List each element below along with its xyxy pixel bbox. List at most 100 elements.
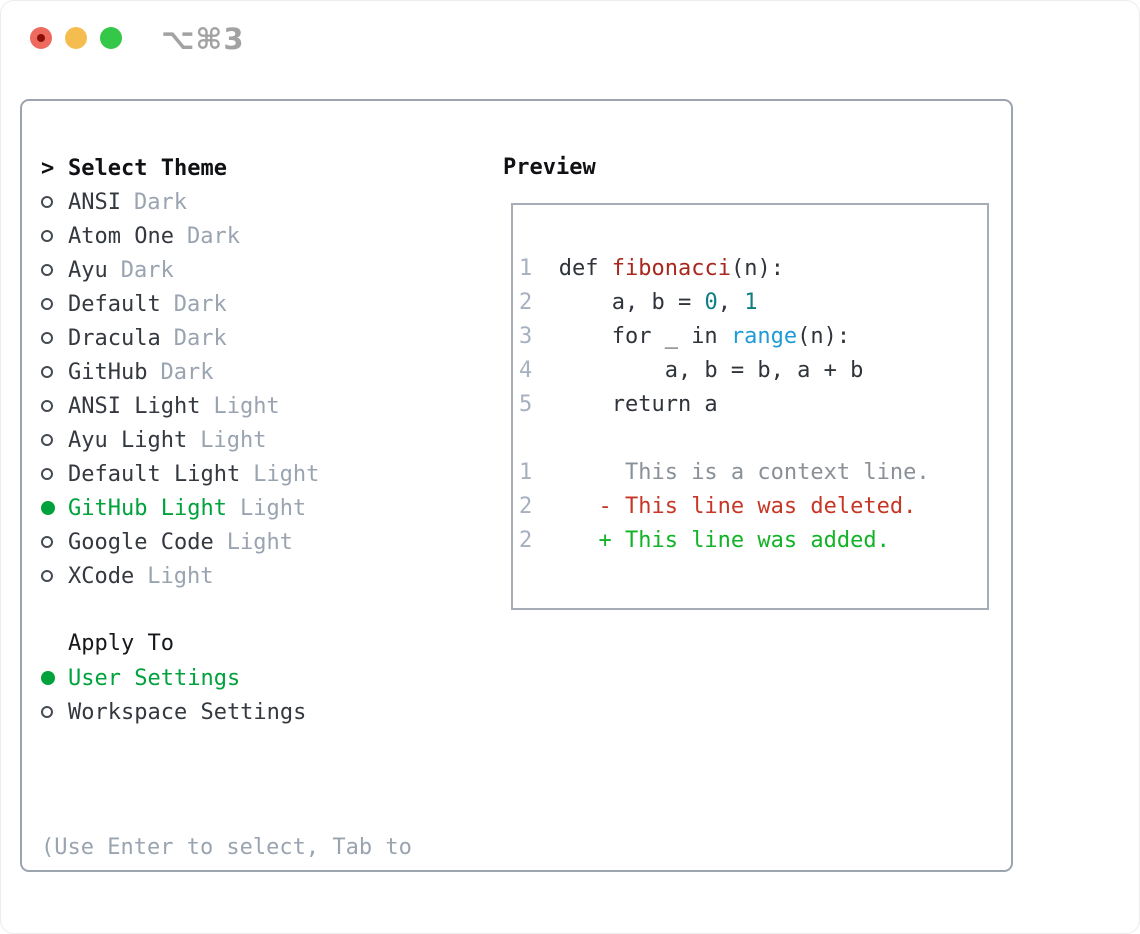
theme-variant-label: Dark <box>173 291 227 317</box>
code-token: (n): <box>797 324 851 349</box>
keyboard-hint: (Use Enter to select, Tab to change focu… <box>41 763 412 933</box>
radio-icon <box>41 468 68 480</box>
line-number: 2 <box>519 290 533 315</box>
radio-icon <box>41 298 68 310</box>
theme-option-ayu[interactable]: Ayu Dark <box>41 253 319 287</box>
line-number: 5 <box>519 392 533 417</box>
code-line: 1 def fibonacci(n): <box>519 252 987 286</box>
option-label: Ayu Light <box>68 427 188 453</box>
code-line: 3 for _ in range(n): <box>519 320 987 354</box>
code-token: a, b = <box>532 290 705 315</box>
radio-icon <box>41 366 68 378</box>
code-token: + This line was added. <box>532 528 890 553</box>
theme-option-dracula[interactable]: Dracula Dark <box>41 321 319 355</box>
code-token: range <box>730 324 798 349</box>
option-label: Workspace Settings <box>68 699 307 725</box>
theme-option-atom-one[interactable]: Atom One Dark <box>41 219 319 253</box>
option-label: Ayu <box>68 257 108 283</box>
line-number: 2 <box>519 528 533 553</box>
close-button[interactable] <box>30 27 52 49</box>
apply-option-workspace-settings[interactable]: Workspace Settings <box>41 695 306 729</box>
theme-option-ayu-light[interactable]: Ayu Light Light <box>41 423 319 457</box>
theme-variant-label: Light <box>239 495 307 521</box>
code-token: - This line was deleted. <box>532 494 917 519</box>
line-number: 1 <box>519 460 533 485</box>
theme-option-github-light[interactable]: GitHub Light Light <box>41 491 319 525</box>
code-line <box>519 422 987 456</box>
radio-icon <box>41 332 68 344</box>
code-token: fibonacci <box>611 256 731 281</box>
theme-option-ansi[interactable]: ANSI Dark <box>41 185 319 219</box>
theme-variant-label: Light <box>200 427 267 453</box>
radio-icon <box>41 536 68 548</box>
code-token: This is a context line. <box>532 460 930 485</box>
radio-icon <box>41 434 68 446</box>
theme-variant-label: Dark <box>186 223 240 249</box>
option-label: User Settings <box>68 665 241 691</box>
apply-option-user-settings[interactable]: User Settings <box>41 661 306 695</box>
code-token: , <box>717 290 745 315</box>
code-token: for _ in <box>532 324 731 349</box>
line-number: 4 <box>519 358 533 383</box>
option-label: Google Code <box>68 529 214 555</box>
theme-option-default[interactable]: Default Dark <box>41 287 319 321</box>
titlebar: ⌥⌘3 <box>1 1 1139 77</box>
theme-variant-label: Light <box>213 393 280 419</box>
option-label: Dracula <box>68 325 161 351</box>
apply-to-header: Apply To <box>68 631 174 656</box>
line-number: 3 <box>519 324 533 349</box>
minimize-button[interactable] <box>65 27 87 49</box>
option-label: GitHub <box>68 359 148 385</box>
radio-icon <box>41 196 68 208</box>
code-line: 2 + This line was added. <box>519 524 987 558</box>
theme-option-ansi-light[interactable]: ANSI Light Light <box>41 389 319 423</box>
code-line: 5 return a <box>519 388 987 422</box>
radio-icon <box>41 264 68 276</box>
radio-selected-icon <box>41 671 68 685</box>
line-number: 2 <box>519 494 533 519</box>
window-shortcut-label: ⌥⌘3 <box>161 22 245 56</box>
theme-option-github[interactable]: GitHub Dark <box>41 355 319 389</box>
code-line: 2 a, b = 0, 1 <box>519 286 987 320</box>
code-token: a, b = b, a + b <box>532 358 864 383</box>
radio-selected-icon <box>41 501 68 515</box>
theme-option-google-code[interactable]: Google Code Light <box>41 525 319 559</box>
option-label: ANSI Light <box>68 393 201 419</box>
code-line: 1 This is a context line. <box>519 456 987 490</box>
code-token: def <box>532 256 612 281</box>
option-label: Default Light <box>68 461 241 487</box>
theme-variant-label: Light <box>147 563 214 589</box>
radio-icon <box>41 400 68 412</box>
radio-icon <box>41 706 68 718</box>
code-line: 4 a, b = b, a + b <box>519 354 987 388</box>
preview-title: Preview <box>503 155 596 180</box>
option-label: GitHub Light <box>68 495 227 521</box>
code-token: 1 <box>744 290 758 315</box>
prompt-icon: > <box>41 155 55 181</box>
hint-line-1: (Use Enter to select, Tab to <box>41 835 412 860</box>
theme-variant-label: Dark <box>173 325 227 351</box>
option-label: Default <box>68 291 161 317</box>
maximize-button[interactable] <box>100 27 122 49</box>
theme-variant-label: Light <box>226 529 293 555</box>
code-token: (n): <box>730 256 784 281</box>
option-label: XCode <box>68 563 135 589</box>
theme-variant-label: Dark <box>133 189 187 215</box>
radio-icon <box>41 230 68 242</box>
close-dot-icon <box>37 34 45 42</box>
code-token: return a <box>532 392 718 417</box>
code-token: 0 <box>704 290 718 315</box>
line-number: 1 <box>519 256 533 281</box>
theme-variant-label: Dark <box>120 257 174 283</box>
select-theme-header: > Select Theme <box>41 151 227 185</box>
option-label: Atom One <box>68 223 174 249</box>
theme-option-xcode[interactable]: XCode Light <box>41 559 319 593</box>
theme-variant-label: Dark <box>160 359 214 385</box>
option-label: ANSI <box>68 189 121 215</box>
